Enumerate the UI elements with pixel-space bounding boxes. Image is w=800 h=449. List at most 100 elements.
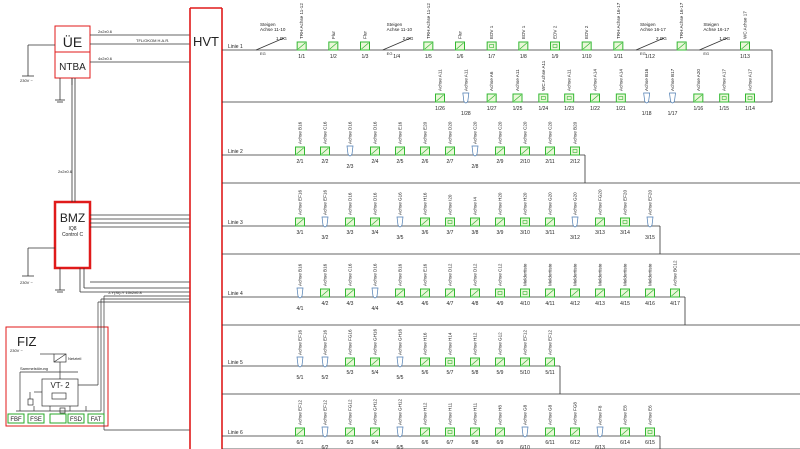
detector-1-27[interactable]: Achse A61/27 xyxy=(486,71,497,112)
detector-1-7[interactable]: EDV 11/7 xyxy=(486,25,497,60)
detector-6-11[interactable]: Achse G86/11 xyxy=(545,404,555,446)
detector-1-10[interactable]: EDV 21/10 xyxy=(581,25,592,60)
hvt-cabinet[interactable]: HVT xyxy=(189,7,223,449)
fiz-terminal-blank[interactable] xyxy=(49,413,67,424)
detector-6-15[interactable]: Achse E66/15 xyxy=(645,405,655,446)
detector-6-13[interactable]: Achse F86/13 xyxy=(595,405,605,449)
detector-1-5[interactable]: TRH Achse 11-121/5 xyxy=(423,3,434,60)
fiz-box[interactable]: FIZ xyxy=(5,326,109,427)
detector-unnumbered[interactable]: TRH Achse 16-17 xyxy=(676,2,687,51)
fiz-terminal-fse[interactable]: FSE xyxy=(27,413,45,424)
detector-6-10[interactable]: Achse G86/10 xyxy=(520,404,530,449)
detector-1-13[interactable]: WC Achse 171/13 xyxy=(740,11,750,60)
detector-3-8[interactable]: Achse I43/8 xyxy=(470,197,480,236)
fiz-terminal-fat[interactable]: FAT xyxy=(87,413,105,424)
fiz-terminal-fsd[interactable]: FSD xyxy=(67,413,85,424)
detector-1-1[interactable]: TRH Achse 11-121/1 xyxy=(296,3,307,60)
bmz-box[interactable]: BMZ IQ8 Control C xyxy=(53,200,92,270)
detector-1-9[interactable]: EDV 21/9 xyxy=(550,25,560,60)
ue-ntba-box[interactable]: ÜE NTBA xyxy=(54,25,91,79)
detector-1-8[interactable]: EDV 11/8 xyxy=(518,25,529,60)
detector-1-11[interactable]: TRH Achse 16-171/11 xyxy=(613,2,624,60)
detector-6-9[interactable]: Achse H86/9 xyxy=(495,405,505,446)
